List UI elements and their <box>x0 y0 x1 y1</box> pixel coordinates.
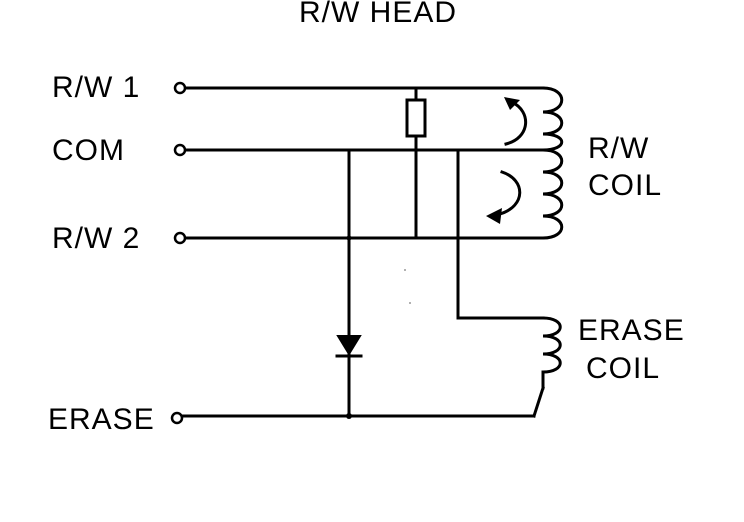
terminal-label-rw2: R/W 2 <box>52 222 140 255</box>
flux-arrow-lower <box>498 170 522 216</box>
erase-coil <box>541 316 562 374</box>
rw-coil-label-line1: R/W <box>588 132 649 165</box>
junction-erase <box>346 413 352 419</box>
rw-coil-label-line2: COIL <box>588 169 662 202</box>
terminal-label-com: COM <box>52 134 125 167</box>
junction-rw2-left <box>346 235 352 241</box>
speck <box>404 269 406 271</box>
resistor <box>405 98 427 138</box>
rw-coil-lower <box>541 148 564 240</box>
diagram-title: R/W HEAD <box>299 0 457 29</box>
diode <box>336 335 362 356</box>
rw-coil-upper <box>541 86 564 152</box>
erase-coil-label-line2: COIL <box>586 352 660 385</box>
terminal-label-erase: ERASE <box>48 403 155 436</box>
terminal-rw1 <box>173 81 187 95</box>
terminal-label-rw1: R/W 1 <box>52 71 140 104</box>
terminal-rw2 <box>173 231 187 245</box>
flux-arrow-upper <box>504 99 528 146</box>
erase-coil-label-line1: ERASE <box>578 314 685 347</box>
wire-erase-coil-diagonal <box>532 386 545 418</box>
speck <box>409 302 411 304</box>
flux-arrow-upper-head <box>504 97 520 110</box>
flux-arrow-lower-head <box>486 208 502 224</box>
terminal-com <box>173 143 187 157</box>
terminal-erase <box>170 411 184 425</box>
